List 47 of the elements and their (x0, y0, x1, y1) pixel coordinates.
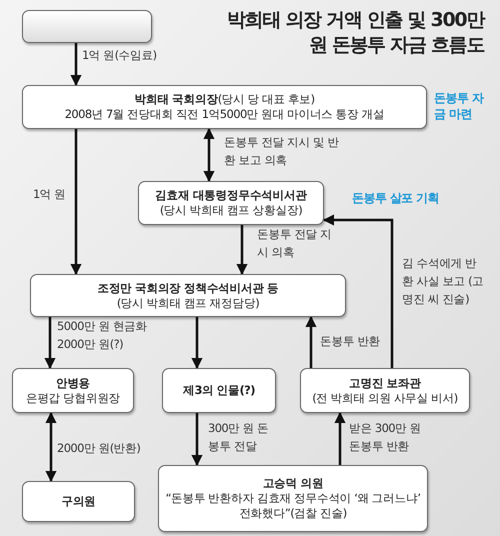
person-box (158, 465, 428, 532)
node-title: 박희태 국회의장(당시 당 대표 후보) (134, 92, 314, 107)
arrow (334, 412, 346, 465)
edge-label: 1억 원 (33, 186, 67, 203)
side-note: 돈봉투 살포 기획 (352, 190, 440, 206)
arrow (236, 225, 248, 276)
person-box (138, 181, 324, 225)
edge-label: 받은 300만 원 돈봉투 반환 (349, 420, 422, 455)
double-arrow (203, 128, 215, 182)
node-description: (전 박희태 의원 사무실 비서) (312, 390, 458, 406)
title: 박희태 의장 거액 인출 및 300만 원 돈봉투 자금 흐름도 (226, 8, 484, 58)
node-description: (당시 박희태 캠프 재정담당) (116, 296, 260, 310)
arrow (191, 317, 203, 370)
arrow (322, 214, 394, 368)
edge-label: 2000만 원(반환) (57, 440, 142, 457)
edge-label: 1억 원(수임료) (82, 47, 158, 64)
edge-label: 돈봉투 전달 지시 및 반환 보고 의혹 (224, 134, 340, 169)
edge-label: 돈봉투 반환 (320, 333, 382, 350)
node-title: 고명진 보좌관 (349, 376, 421, 390)
person-box (30, 274, 346, 317)
node-description: 2008년 7월 전당대회 직전 1억5000만 원대 마이너스 통장 개설 (64, 107, 384, 122)
node-description: “돈봉투 반환하자 김효재 정무수석이 ‘왜 그러느냐’ 전화했다”(검찰 진술) (164, 491, 422, 521)
node-title: 구의원 (61, 494, 96, 509)
person-box (22, 85, 427, 129)
node-title: 고승덕 의원 (262, 476, 324, 492)
node-title: 김효재 대통령정무수석비서관 (155, 188, 307, 203)
person-box (162, 368, 276, 413)
person-box (12, 368, 134, 413)
node-title: 조정만 국회의장 정책수석비서관 등 (97, 280, 279, 296)
person-box (300, 368, 470, 413)
node-description: (당시 박희태 캠프 상황실장) (160, 203, 302, 218)
arrow (44, 317, 56, 370)
edge-label: 김 수석에게 반환 사실 보고 (고명진 씨 진술) (402, 255, 484, 308)
arrow (191, 413, 203, 466)
arrow (70, 129, 82, 276)
arrow (70, 43, 82, 86)
person-box (22, 481, 135, 522)
double-arrow (45, 412, 57, 482)
edge-label: 돈봉투 전달 지시 의혹 (257, 226, 332, 261)
node-title: 안병용 (56, 376, 90, 390)
node-description: 은평갑 당협위원장 (26, 390, 120, 406)
box-shape (22, 10, 152, 43)
edge-label: 300만 원 돈봉투 전달 (208, 420, 270, 455)
side-note: 돈봉투 자금 마련 (434, 90, 485, 122)
arrow (305, 316, 317, 368)
node-title: 제3의 인물(?) (183, 383, 255, 398)
edge-label: 5000만 원 현금화 2000만 원(?) (57, 318, 148, 353)
